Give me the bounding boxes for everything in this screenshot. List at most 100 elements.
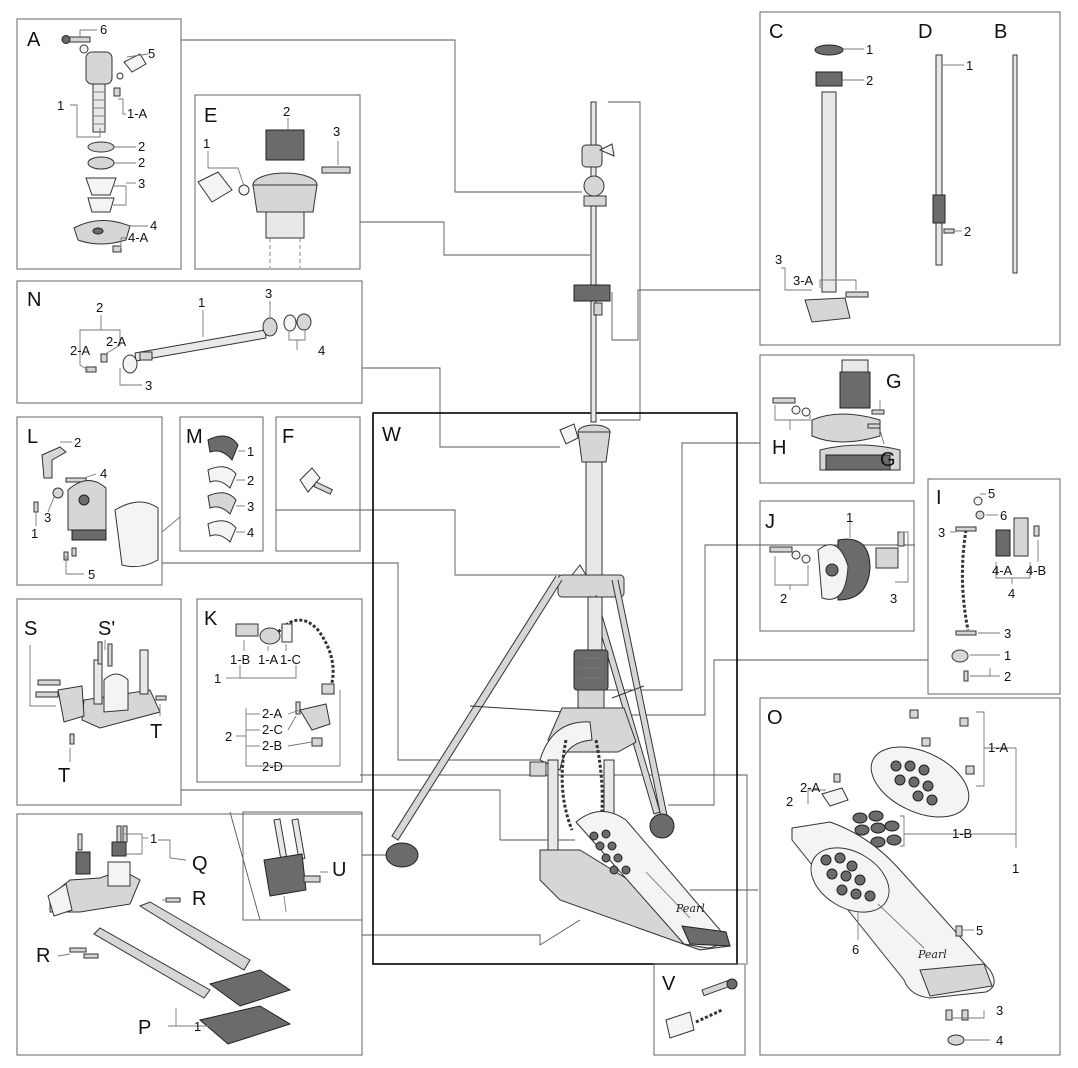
box-n-shaft: N 1 2 2-A 2-A 3 3 4: [16, 280, 363, 404]
box-st-frame: S S' T T: [16, 598, 182, 806]
label-m-1: 1: [247, 444, 254, 459]
label-n-2: 2: [96, 300, 103, 315]
box-k-chain-parts: K 1-B 1-A 1-C 1 2-A 2-C 2-B 2-D 2: [196, 598, 363, 783]
label-o-6: 6: [852, 942, 859, 957]
box-o-footboard: O Pearl: [759, 697, 1061, 1056]
box-hg-spring-housing: H G G: [759, 354, 915, 484]
label-j-3: 3: [890, 591, 897, 606]
box-letter-c: C: [769, 21, 783, 43]
label-k-1b: 1-B: [230, 652, 250, 667]
label-n-1: 1: [198, 295, 205, 310]
label-l-5: 5: [88, 567, 95, 582]
label-k-2c: 2-C: [262, 722, 283, 737]
label-k-1a: 1-A: [258, 652, 279, 667]
box-letter-a: A: [27, 29, 41, 51]
label-o-1b: 1-B: [952, 826, 972, 841]
label-n-2a-right: 2-A: [106, 334, 127, 349]
label-i-6: 6: [1000, 508, 1007, 523]
label-l-3: 3: [44, 510, 51, 525]
label-i-5: 5: [988, 486, 995, 501]
box-j-sprocket: J 1 2 3: [759, 500, 915, 632]
label-j-1: 1: [846, 510, 853, 525]
label-a-1: 1: [57, 98, 64, 113]
label-n-3-top: 3: [265, 286, 272, 301]
box-letter-s: S: [24, 618, 37, 640]
box-letter-v: V: [662, 973, 676, 995]
box-letter-g-bottom: G: [880, 449, 896, 471]
label-c-3a: 3-A: [793, 273, 814, 288]
box-f-wing-bolt: F: [275, 416, 361, 552]
label-l-2: 2: [74, 435, 81, 450]
box-letter-t-bottom: T: [58, 765, 70, 787]
label-k-2: 2: [225, 729, 232, 744]
label-o-2a: 2-A: [800, 780, 821, 795]
label-i-2: 2: [1004, 669, 1011, 684]
label-o-3: 3: [996, 1003, 1003, 1018]
label-k-2a: 2-A: [262, 706, 283, 721]
label-i-4b: 4-B: [1026, 563, 1046, 578]
label-k-2b: 2-B: [262, 738, 282, 753]
label-m-4: 4: [247, 525, 254, 540]
label-m-3: 3: [247, 499, 254, 514]
label-i-1: 1: [1004, 648, 1011, 663]
label-d-1: 1: [966, 58, 973, 73]
label-c-3: 3: [775, 252, 782, 267]
box-a-height-clutch: A 6 5 1: [16, 18, 182, 270]
box-i-chain: I 5 6 3 4-A 4-B 4 3 1 2: [927, 478, 1061, 695]
box-letter-h: H: [772, 437, 786, 459]
brand-mark-main: Pearl: [675, 902, 705, 915]
box-letter-d: D: [918, 21, 932, 43]
box-letter-b: B: [994, 21, 1007, 43]
label-m-2: 2: [247, 473, 254, 488]
label-a-6: 6: [100, 22, 107, 37]
label-j-2: 2: [780, 591, 787, 606]
box-letter-n: N: [27, 289, 41, 311]
label-a-2b: 2: [138, 155, 145, 170]
box-m-cams: M 1 2 3 4: [161, 416, 264, 552]
box-w-main-assembly: W: [372, 412, 738, 965]
label-c-1: 1: [866, 42, 873, 57]
label-e-1: 1: [203, 136, 210, 151]
box-e-stopper: E 2 3 1: [194, 94, 361, 270]
box-letter-r-bottom: R: [36, 945, 50, 967]
label-o-5: 5: [976, 923, 983, 938]
box-cdb-pull-rod: C D B 1 2 3 3-A 1 2: [759, 11, 1061, 346]
label-n-4: 4: [318, 343, 325, 358]
box-v-stopper-screw: V: [653, 963, 746, 1056]
label-a-5: 5: [148, 46, 155, 61]
box-qrp-linkage: Q R R P 1 1: [16, 813, 363, 1056]
label-p-1: 1: [194, 1019, 201, 1034]
label-d-2: 2: [964, 224, 971, 239]
label-k-1: 1: [214, 671, 221, 686]
label-a-4a: 4-A: [128, 230, 149, 245]
label-o-1: 1: [1012, 861, 1019, 876]
label-i-4a: 4-A: [992, 563, 1013, 578]
box-letter-f: F: [282, 426, 294, 448]
label-a-3: 3: [138, 176, 145, 191]
box-letter-o: O: [767, 707, 783, 729]
label-e-2: 2: [283, 104, 290, 119]
box-u-leg-foot: U: [242, 811, 363, 921]
label-a-2a: 2: [138, 139, 145, 154]
main-stand-drawing: Pearl: [385, 101, 732, 951]
label-a-1a: 1-A: [127, 106, 148, 121]
label-a-4: 4: [150, 218, 157, 233]
box-letter-u: U: [332, 859, 346, 881]
label-e-3: 3: [333, 124, 340, 139]
box-letter-l: L: [27, 426, 38, 448]
box-letter-q: Q: [192, 853, 208, 875]
box-letter-e: E: [204, 105, 217, 127]
box-letter-p: P: [138, 1017, 151, 1039]
label-i-3-bottom: 3: [1004, 626, 1011, 641]
label-c-2: 2: [866, 73, 873, 88]
box-letter-t-right: T: [150, 721, 162, 743]
label-n-2a-left: 2-A: [70, 343, 91, 358]
box-letter-g-top: G: [886, 371, 902, 393]
box-letter-r-top: R: [192, 888, 206, 910]
label-l-4: 4: [100, 466, 107, 481]
box-l-cam: L 2 4 3 1 5: [16, 416, 163, 586]
brand-mark-footboard: Pearl: [917, 948, 947, 961]
label-o-2: 2: [786, 794, 793, 809]
box-letter-k: K: [204, 608, 218, 630]
